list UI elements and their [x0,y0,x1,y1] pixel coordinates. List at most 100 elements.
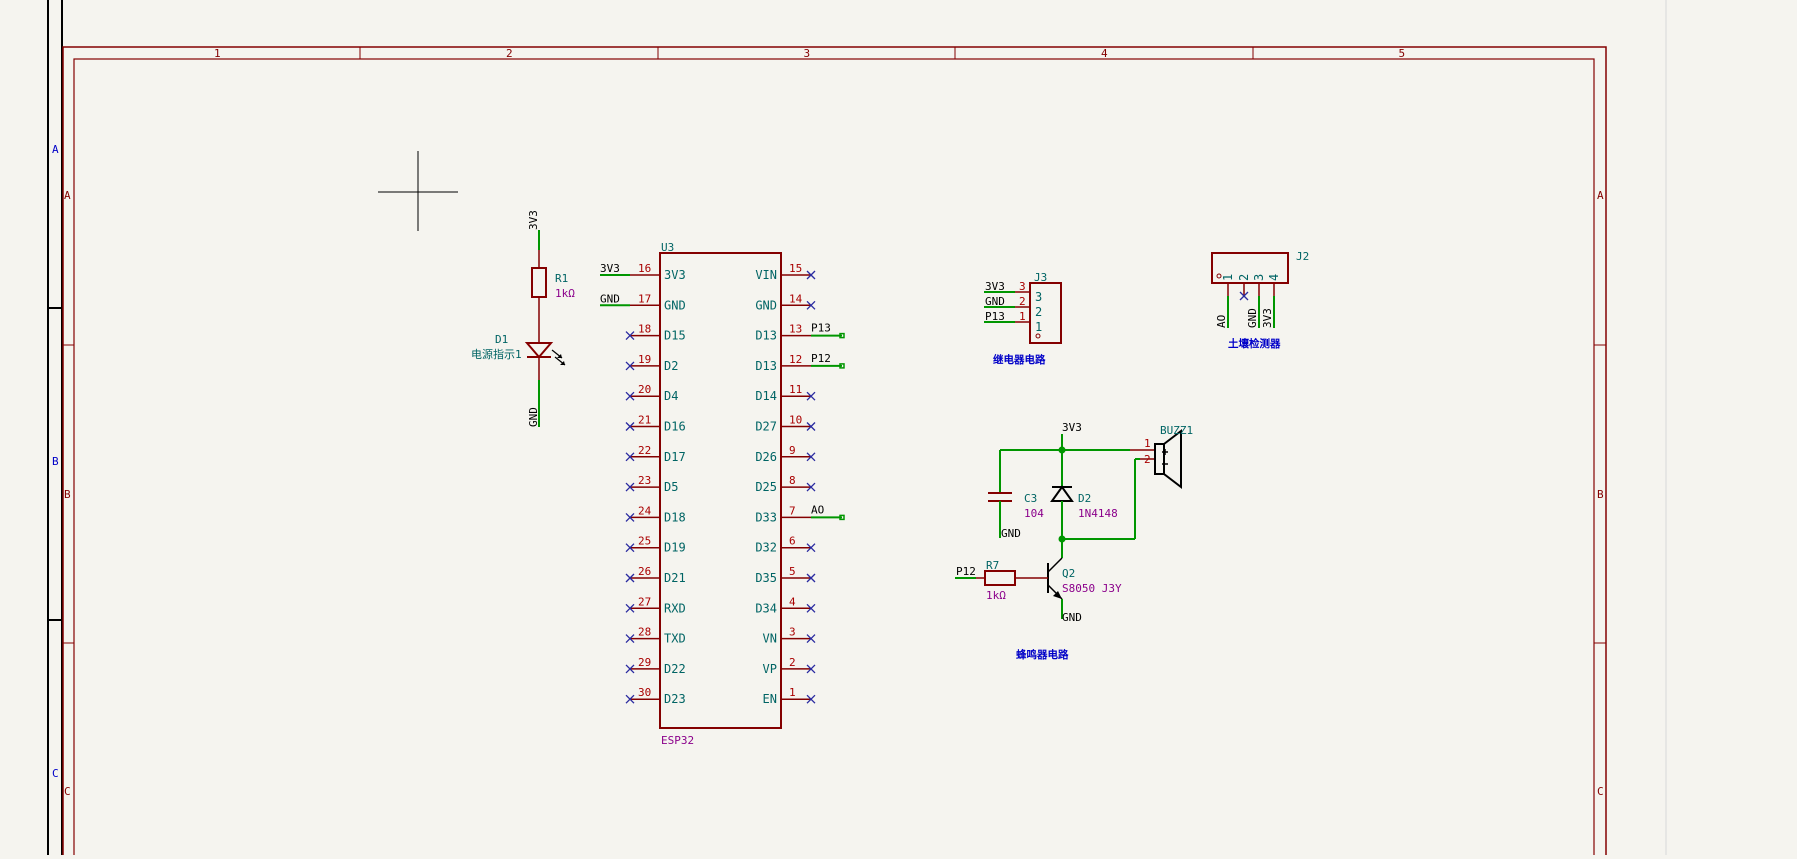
pin-number: 23 [638,474,651,487]
pin-number: 11 [789,383,802,396]
u3-pin-3[interactable]: 3VN [763,626,816,646]
buzz-body[interactable] [1154,443,1165,475]
u3-pin-19[interactable]: 19 D2 [625,353,678,373]
j2-net-label: GND [1246,308,1259,328]
buzzer-3v3-label: 3V3 [1062,421,1082,434]
ruler-col-label: 3 [804,47,811,60]
j2-pin1-marker [1216,273,1222,279]
pin-number: 14 [789,292,803,305]
pin-name: D23 [664,692,686,706]
pin-number: 9 [789,444,796,457]
net-label: 3V3 [600,262,620,275]
pin-number: 19 [638,353,651,366]
no-connect-marker [806,270,816,280]
pin-name: VIN [755,268,777,282]
j3-pin-number: 1 [1019,310,1026,323]
wire-end [839,363,845,369]
no-connect-marker [806,452,816,462]
no-connect-marker [806,664,816,674]
buzzer-circuit[interactable]: 3V3 C3 104 GND D2 1N4148 1 2 BUZZ1 [955,421,1193,661]
pin-name: GND [664,298,686,312]
q2-ref: Q2 [1062,567,1075,580]
pin-number: 2 [789,656,796,669]
net-label: P12 [811,352,831,365]
j2-body[interactable] [1211,252,1289,284]
outer-row-a: A [52,143,59,156]
j3-pin-name: 1 [1035,320,1042,334]
j3-pin-number: 3 [1019,280,1026,293]
pin-number: 15 [789,262,802,275]
no-connect-marker [806,482,816,492]
u3-body[interactable] [659,252,782,729]
u3-pin-15[interactable]: 15 VIN [755,262,816,282]
r7-value: 1kΩ [986,589,1006,602]
no-connect-marker [1239,291,1249,301]
pin-number: 17 [638,292,651,305]
j3-body[interactable] [1029,282,1062,344]
j2-ref: J2 [1296,250,1309,263]
pin-number: 4 [789,595,796,608]
no-connect-marker [625,361,635,371]
r1-symbol[interactable] [531,267,547,298]
buzz-ref: BUZZ1 [1160,424,1193,437]
u3-pin-30[interactable]: 30 D23 [625,686,686,706]
d2-symbol[interactable] [1050,485,1074,502]
pin-name: D2 [664,359,678,373]
j2-pin-name: 1 [1221,274,1235,281]
pin-name: D34 [755,601,777,615]
no-connect-marker [806,694,816,704]
no-connect-marker [625,512,635,522]
u3-pin-4[interactable]: 4 D34 [755,595,816,615]
pin-number: 3 [789,626,796,639]
j3-ref: J3 [1034,271,1047,284]
u3-pin-2[interactable]: 2VP [763,656,816,676]
power-led-circuit[interactable]: 3V3 R1 1kΩ D1 电源指示1 GND [471,210,575,427]
d1-arrowhead [557,354,562,358]
d1-symbol[interactable] [524,342,554,359]
no-connect-marker [806,300,816,310]
u3-pin-1[interactable]: 1EN [763,686,816,706]
pin-number: 21 [638,414,651,427]
pin-number: 30 [638,686,651,699]
ruler-row-label: C [64,785,71,798]
j3-net-label: GND [985,295,1005,308]
q2-value: S8050 J3Y [1062,582,1122,595]
pin-name: D22 [664,662,686,676]
pin-name: D17 [664,450,686,464]
no-connect-marker [806,573,816,583]
r7-symbol[interactable] [984,570,1016,586]
ruler-row-label: A [1597,189,1604,202]
ruler-row-label: A [64,189,71,202]
pin-number: 24 [638,504,652,517]
r7-net-label: P12 [956,565,976,578]
